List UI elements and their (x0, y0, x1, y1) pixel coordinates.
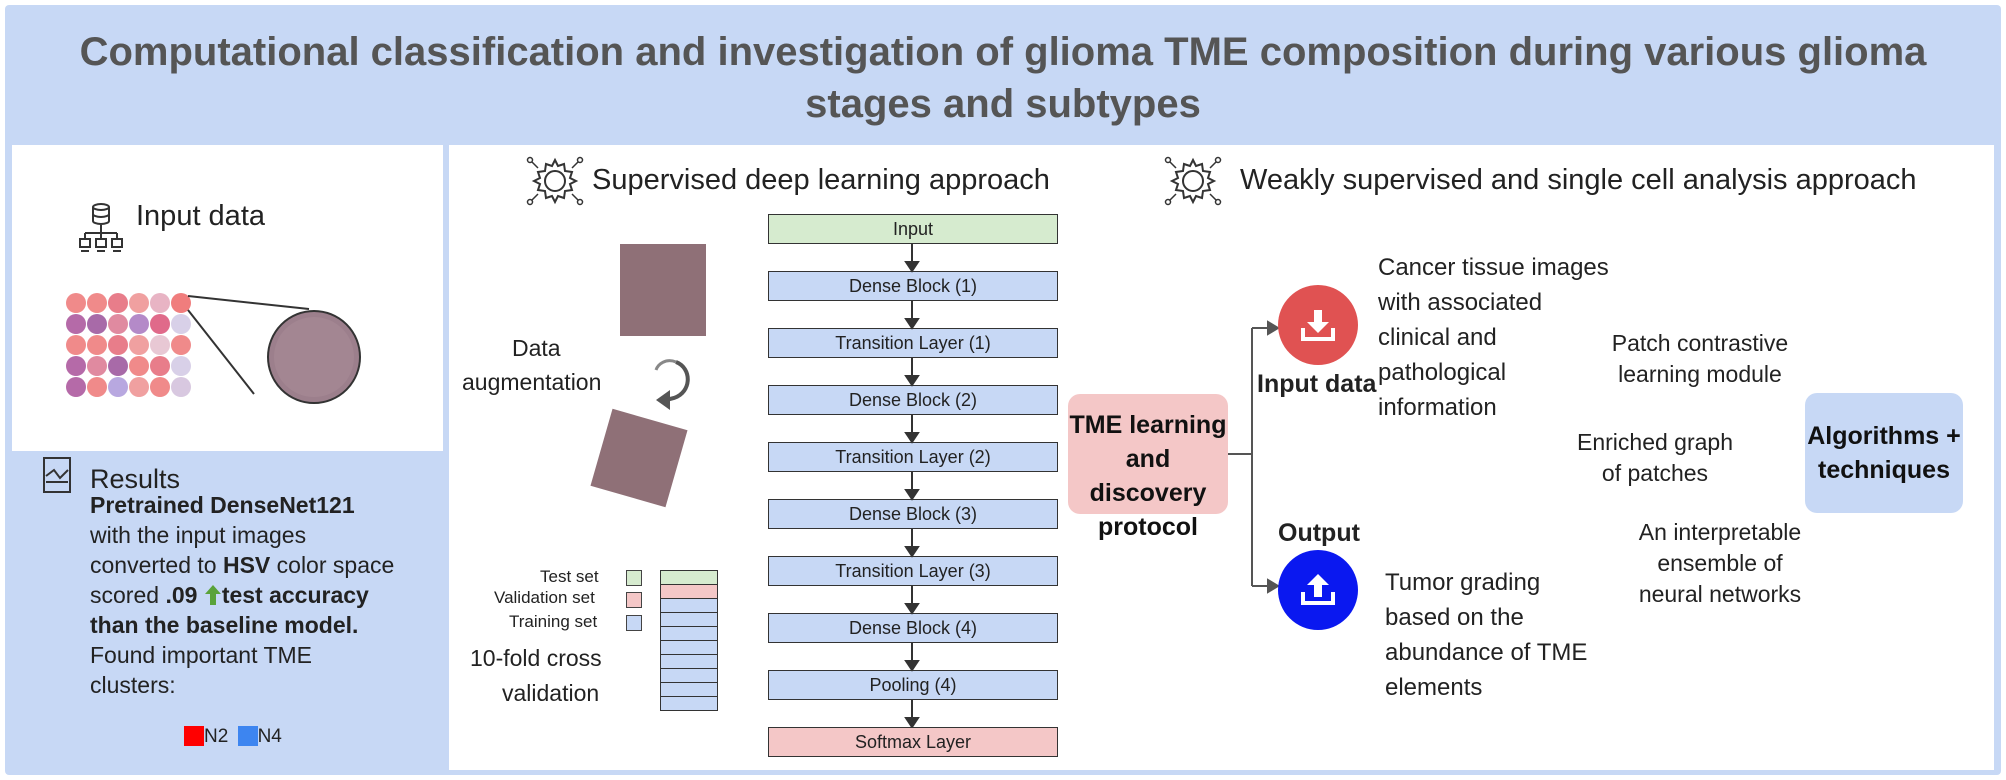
layer-dense-block-4: Dense Block (4) (768, 613, 1058, 643)
input-desc-line4: pathological (1378, 359, 1507, 386)
results-line3-pre: converted to (90, 552, 223, 578)
layer-arrows (904, 244, 920, 728)
tme-protocol-box: TME learning and discovery protocol (1068, 394, 1228, 541)
layer-transition-3: Transition Layer (3) (768, 556, 1058, 586)
results-line4-bold2: test accuracy (221, 582, 369, 608)
results-line6: Found important TME (90, 642, 313, 668)
layer-transition-2: Transition Layer (2) (768, 442, 1058, 472)
technique2-line2: of patches (1601, 460, 1709, 486)
protocol-line2: and discovery (1089, 445, 1207, 507)
results-line3-post: color space (270, 552, 395, 578)
protocol-line1: TME learning (1069, 411, 1227, 439)
output-desc-line2: based on the (1385, 604, 1524, 631)
protocol-branch-lines (1228, 320, 1280, 594)
results-panel: Results Pretrained DenseNet121 with the … (12, 456, 443, 770)
results-line5: than the baseline model. (90, 612, 359, 638)
results-text: Pretrained DenseNet121 with the input im… (90, 490, 440, 700)
cluster-n2-swatch (184, 726, 204, 746)
cluster-n4-swatch (237, 726, 258, 746)
input-description: Cancer tissue images with associated cli… (1378, 250, 1609, 425)
download-icon (1301, 310, 1335, 341)
gear-circuit-icon (526, 156, 584, 206)
technique2-line1: Enriched graph (1577, 429, 1733, 455)
results-line4-bold: .09 (165, 582, 198, 608)
algorithms-line2: techniques (1818, 456, 1950, 484)
legend-training-label: Training set (509, 612, 598, 631)
output-desc-line4: elements (1385, 674, 1483, 701)
cluster-n2-label: N2 (204, 726, 229, 747)
layer-dense-block-2: Dense Block (2) (768, 385, 1058, 415)
output-node-label: Output (1278, 519, 1360, 547)
results-line1: Pretrained DenseNet121 (90, 492, 355, 518)
technique-patch-contrastive: Patch contrastive learning module (1560, 328, 1840, 390)
layer-transition-1: Transition Layer (1) (768, 328, 1058, 358)
legend-test-label: Test set (540, 567, 599, 586)
layer-input: Input (768, 214, 1058, 244)
input-data-label: Input data (136, 200, 265, 232)
supervised-header: Supervised deep learning approach (592, 164, 1050, 196)
gear-circuit-icon-2 (1164, 156, 1222, 206)
fold-train-6 (661, 669, 717, 683)
input-desc-line5: information (1378, 394, 1497, 421)
cluster-legend: N2 N4 (184, 726, 282, 748)
results-line4-pre: scored (90, 582, 166, 608)
fold-train-1 (661, 599, 717, 613)
output-desc-line1: Tumor grading (1385, 569, 1541, 596)
fold-train-8 (661, 697, 717, 710)
cluster-n4-label: N4 (257, 726, 282, 747)
results-line3-bold: HSV (222, 552, 271, 578)
input-desc-line2: with associated (1378, 289, 1543, 316)
cross-validation-stack (660, 570, 718, 711)
results-line7: clusters: (90, 672, 176, 698)
input-data-node-label: Input data (1257, 370, 1377, 398)
fold-validation (661, 585, 717, 599)
technique1-line2: learning module (1618, 361, 1782, 387)
output-desc-line3: abundance of TME (1385, 639, 1588, 666)
technique3-line1: An interpretable (1638, 519, 1802, 545)
fold-train-5 (661, 655, 717, 669)
database-network-icon (79, 203, 123, 252)
protocol-line3: protocol (1098, 513, 1198, 541)
layer-softmax: Softmax Layer (768, 727, 1058, 757)
technique-ensemble: An interpretable ensemble of neural netw… (1600, 517, 1840, 610)
input-desc-line1: Cancer tissue images (1378, 254, 1609, 281)
legend-training-swatch (626, 615, 642, 631)
report-chart-icon (43, 457, 71, 493)
algorithms-line1: Algorithms + (1807, 422, 1961, 450)
input-desc-line3: clinical and (1378, 324, 1497, 351)
data-augmentation-line1: Data (512, 335, 561, 361)
cross-validation-line1: 10-fold cross (470, 645, 602, 671)
figure-title: Computational classification and investi… (79, 30, 1927, 126)
technique3-line3: neural networks (1638, 581, 1802, 607)
layer-dense-block-1: Dense Block (1) (768, 271, 1058, 301)
tissue-patch-grid (66, 293, 361, 404)
layer-pooling: Pooling (4) (768, 670, 1058, 700)
data-augmentation-line2: augmentation (462, 369, 602, 395)
technique3-line2: ensemble of (1657, 550, 1783, 576)
fold-train-4 (661, 641, 717, 655)
input-data-panel: Input data (12, 145, 443, 451)
cross-validation-line2: validation (502, 680, 600, 706)
results-line4: scored .09 test accuracy (90, 580, 440, 610)
fold-train-2 (661, 613, 717, 627)
technique1-line1: Patch contrastive (1611, 330, 1789, 356)
results-line3: converted to HSV color space (90, 550, 440, 580)
results-line2: with the input images (90, 522, 307, 548)
results-label: Results (90, 464, 181, 494)
upload-icon (1301, 574, 1335, 605)
algorithms-techniques-box: Algorithms + techniques (1805, 393, 1963, 513)
legend-test-swatch (626, 570, 642, 586)
technique-enriched-graph: Enriched graph of patches (1535, 427, 1775, 489)
weakly-header: Weakly supervised and single cell analys… (1240, 164, 1917, 196)
legend-validation-swatch (626, 592, 642, 608)
fold-train-7 (661, 683, 717, 697)
fold-train-3 (661, 627, 717, 641)
layer-dense-block-3: Dense Block (3) (768, 499, 1058, 529)
rotate-arrow-icon (654, 359, 690, 410)
tissue-patch-original (620, 244, 706, 336)
fold-test (661, 571, 717, 585)
output-description: Tumor grading based on the abundance of … (1385, 565, 1587, 705)
up-arrow-icon (204, 585, 221, 605)
legend-validation-label: Validation set (494, 588, 595, 607)
